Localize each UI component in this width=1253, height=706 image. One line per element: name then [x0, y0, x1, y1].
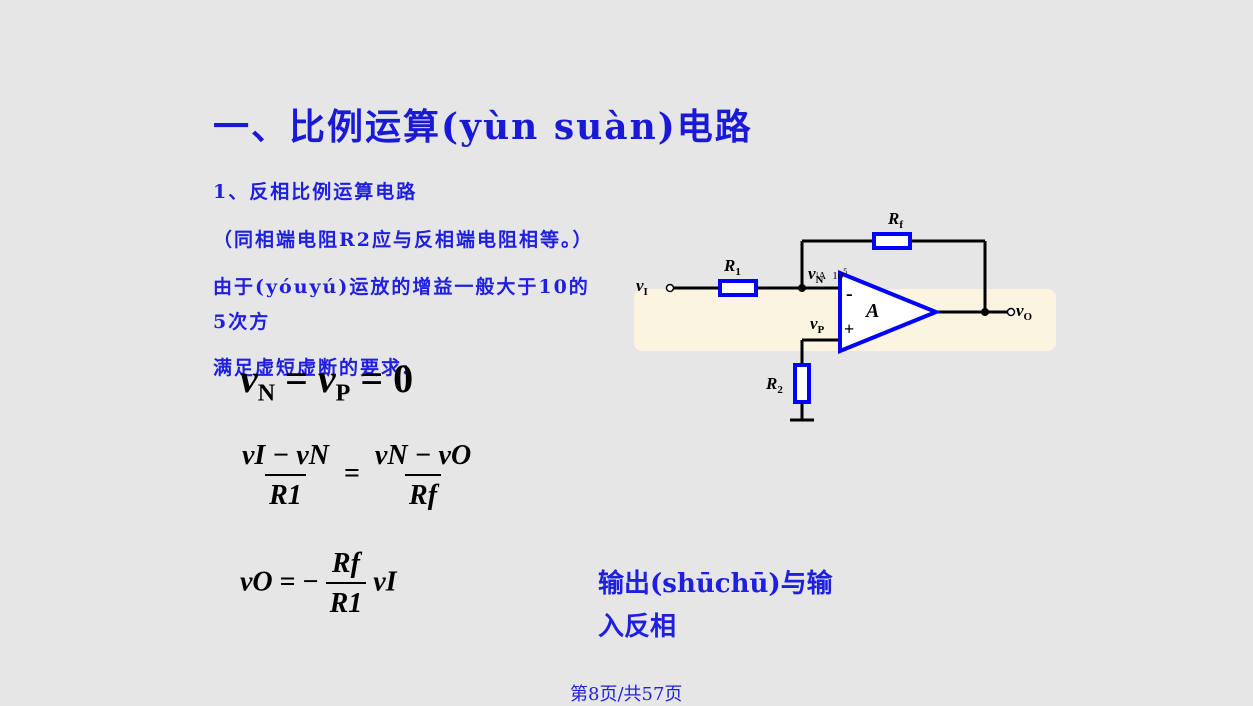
label-vp: vP — [810, 314, 825, 336]
label-vi: vI — [636, 276, 648, 298]
label-plus: + — [844, 319, 854, 339]
gain-text-line1: 由于(yóuyú)运放的增益一般大于10的 — [213, 276, 590, 298]
op-amp-triangle — [838, 270, 942, 354]
section-heading: 1、反相比例运算电路 — [213, 181, 418, 203]
hint-line2: 入反相 — [598, 612, 677, 642]
label-amp: A — [864, 300, 879, 322]
label-r2: R2 — [765, 374, 783, 396]
equation-output: vO = − Rf R1 vI — [240, 548, 397, 619]
gain-text-line2: 5次方 — [213, 311, 271, 333]
label-vo: vO — [1016, 301, 1033, 323]
resistor-r1 — [718, 279, 758, 297]
resistor-rf — [872, 232, 912, 250]
hint-line1: 输出(shūchū)与输 — [598, 569, 833, 599]
label-vn: vN — [808, 264, 824, 286]
page-number: 第8页/共57页 — [570, 684, 683, 705]
label-gain: |A 105 — [816, 267, 847, 282]
page-title: 一、比例运算(yùn suàn)电路 — [213, 106, 753, 148]
label-minus: - — [846, 283, 853, 305]
resistor-r2 — [793, 363, 811, 404]
resistor-note: （同相端电阻R2应与反相端电阻相等。） — [213, 229, 594, 251]
equation-current-balance: vI − vN R1 = vN − vO Rf — [242, 440, 472, 511]
label-rf: Rf — [887, 209, 903, 231]
equation-virtual-short: vN = vP = 0 — [240, 356, 414, 407]
label-r1: R1 — [723, 256, 741, 278]
inverting-amplifier-diagram: Rf R1 R2 vI vO vN vP A - + |A 105 — [634, 209, 1056, 422]
condition-text: 满足虚短虚断的要求: — [213, 357, 412, 379]
